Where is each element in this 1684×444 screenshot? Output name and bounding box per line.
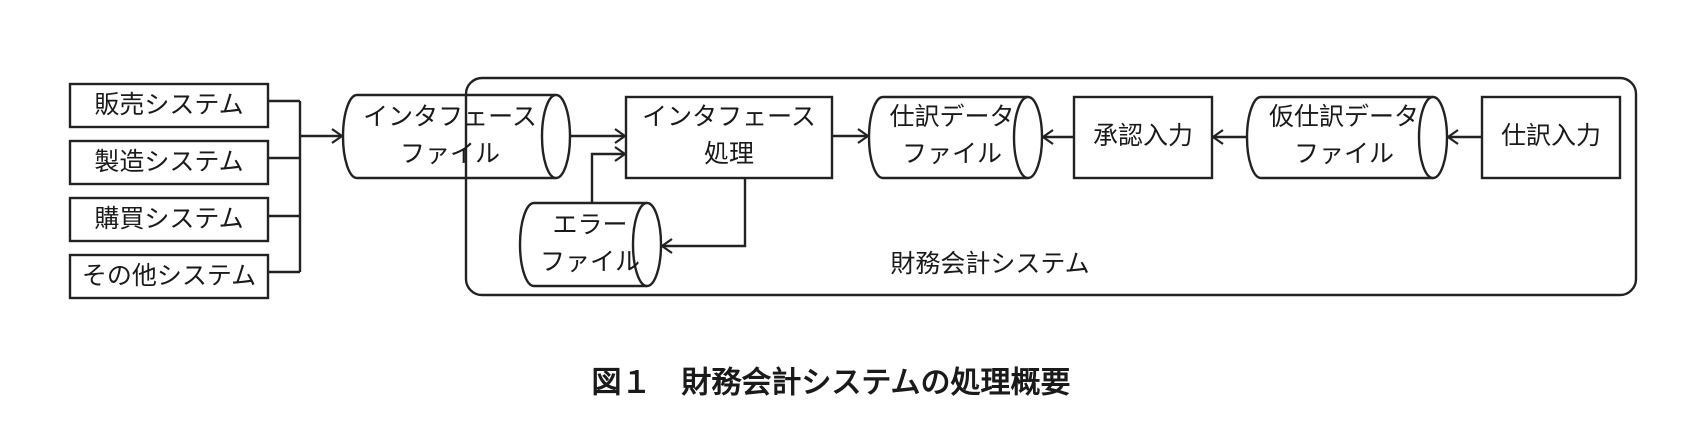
error-file-line1: エラー bbox=[552, 210, 627, 239]
journal-data-file-cylinder: 仕訳データ ファイル bbox=[867, 95, 1044, 180]
external-system-other: その他システム bbox=[68, 253, 270, 300]
interface-process-box: インタフェース 処理 bbox=[624, 95, 834, 180]
external-system-label: 購買システム bbox=[94, 204, 243, 233]
error-file-line2: ファイル bbox=[540, 247, 640, 276]
arrow-error-file-to-process bbox=[590, 154, 625, 203]
journal-file-line1: 仕訳データ bbox=[889, 102, 1014, 131]
approval-input-label: 承認入力 bbox=[1093, 121, 1193, 150]
error-file-cylinder: エラー ファイル bbox=[518, 201, 663, 288]
interface-file-line1: インタフェース bbox=[363, 102, 537, 131]
external-system-sales: 販売システム bbox=[68, 82, 270, 129]
external-system-label: その他システム bbox=[82, 261, 256, 290]
journal-input-label: 仕訳入力 bbox=[1501, 121, 1601, 150]
arrow-process-to-error-file bbox=[662, 178, 747, 246]
interface-file-cylinder: インタフェース ファイル bbox=[341, 93, 572, 180]
interface-process-line1: インタフェース bbox=[642, 102, 816, 131]
interface-process-line2: 処理 bbox=[704, 139, 754, 168]
external-system-label: 製造システム bbox=[94, 147, 243, 176]
accounting-system-label: 財務会計システム bbox=[890, 249, 1089, 278]
temp-journal-file-line2: ファイル bbox=[1294, 139, 1394, 168]
interface-file-line2: ファイル bbox=[400, 139, 500, 168]
journal-input-box: 仕訳入力 bbox=[1480, 95, 1622, 180]
figure-caption: 図１ 財務会計システムの処理概要 bbox=[591, 366, 1070, 401]
external-system-label: 販売システム bbox=[94, 90, 243, 119]
approval-input-box: 承認入力 bbox=[1072, 95, 1214, 180]
external-system-manufacturing: 製造システム bbox=[68, 139, 270, 186]
temp-journal-data-file-cylinder: 仮仕訳データ ファイル bbox=[1245, 95, 1449, 180]
accounting-system-boundary bbox=[464, 76, 1638, 297]
temp-journal-file-line1: 仮仕訳データ bbox=[1269, 102, 1419, 131]
external-systems-connector bbox=[268, 99, 342, 274]
external-system-purchasing: 購買システム bbox=[68, 196, 270, 243]
journal-file-line2: ファイル bbox=[902, 139, 1002, 168]
